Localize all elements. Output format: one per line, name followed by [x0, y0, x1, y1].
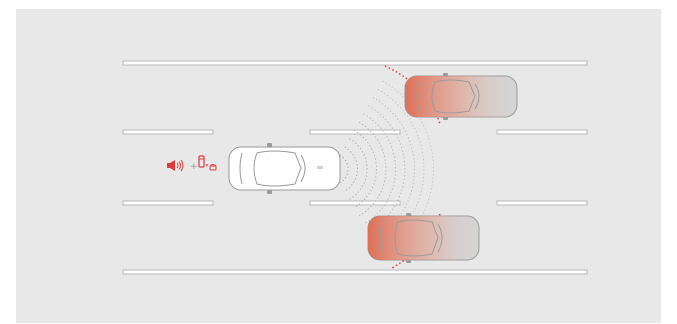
vehicle-ego [229, 143, 340, 194]
plus-symbol: + [190, 162, 198, 172]
vehicle-upper [405, 73, 517, 120]
lane-dash [497, 201, 587, 205]
lane-dash [123, 201, 213, 205]
road-edge-top [123, 61, 587, 65]
lane-dash [497, 130, 587, 134]
lane-dash [123, 130, 213, 134]
road-edge-bottom [123, 270, 587, 274]
vehicle-lower [368, 213, 479, 263]
